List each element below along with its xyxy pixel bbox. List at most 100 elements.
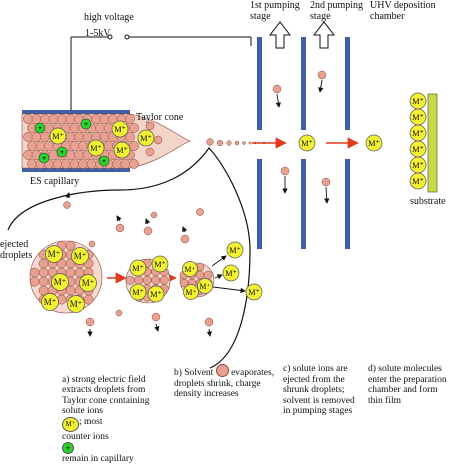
motion-arrow (206, 328, 213, 337)
solvent-droplet (145, 147, 155, 157)
solute-ion (129, 259, 147, 277)
solvent-droplet (40, 114, 50, 124)
ion-icon: M⁺ (62, 416, 79, 432)
solvent-droplet (38, 267, 49, 278)
ion-label: M⁺ (150, 290, 162, 299)
solvent-droplet (280, 166, 290, 176)
solute-ion (87, 139, 105, 157)
solvent-droplet (151, 275, 161, 285)
solvent-droplet (65, 114, 76, 124)
caption-a-text-1: a) strong electric field extracts drople… (62, 374, 150, 417)
solvent-droplet (65, 285, 76, 296)
solvent-droplet (99, 132, 110, 142)
solute-ion (365, 134, 383, 152)
ion-label: M⁺ (412, 129, 424, 138)
solvent-droplet (69, 123, 80, 133)
solute-ion (197, 278, 213, 294)
motion-arrow (324, 186, 330, 204)
ion-label: M⁺ (199, 282, 210, 291)
high-voltage-label: high voltage (84, 12, 134, 23)
solute-ion (41, 293, 59, 311)
counter-ion (80, 118, 92, 130)
motion-arrow (275, 93, 281, 108)
caption-c: c) solute ions are ejected from the shru… (283, 364, 355, 416)
solvent-droplet (206, 138, 214, 146)
solvent-droplet (38, 258, 49, 269)
uhv-chamber-label: UHV deposition chamber (370, 0, 436, 22)
counter-ion-label: + (102, 157, 107, 166)
solute-ion (409, 172, 427, 190)
ion-label: M⁺ (116, 146, 128, 155)
solvent-droplet (151, 312, 161, 322)
counter-ion-label: + (60, 148, 65, 157)
solvent-droplet (153, 135, 163, 145)
solute-ion (45, 245, 63, 263)
motion-arrow (145, 218, 151, 225)
motion-arrow (116, 215, 122, 222)
counter-ion (98, 155, 110, 167)
solute-ion (111, 120, 129, 138)
stray-droplets (272, 70, 331, 204)
solvent-droplet (86, 159, 97, 169)
solvent-droplet (115, 309, 123, 317)
ion-label: M⁺ (412, 177, 424, 186)
solvent-droplet (125, 114, 135, 124)
solvent-droplet (88, 240, 96, 248)
ion-label: M⁺ (301, 139, 313, 148)
ion-label: M⁺ (44, 297, 57, 307)
ion-label: M⁺ (90, 144, 102, 153)
solvent-droplet (180, 234, 190, 244)
voltage-range-label: 1-5kV (85, 28, 111, 39)
solvent-droplet (23, 132, 33, 142)
es-capillary: +++++M⁺M⁺M⁺M⁺M⁺ (21, 110, 191, 172)
solvent-droplet (142, 275, 152, 285)
solute-ion (79, 274, 97, 292)
droplet-jet (206, 138, 266, 147)
solvent-droplet (44, 141, 54, 151)
solvent-droplet (248, 141, 252, 145)
solvent-droplet (74, 267, 85, 278)
solvent-droplet (134, 275, 144, 285)
solvent-droplet (204, 317, 214, 327)
solute-ion (147, 285, 165, 303)
solvent-droplet (65, 267, 76, 278)
ion-label: M⁺ (368, 139, 380, 148)
solvent-droplet (112, 159, 122, 169)
ion-label: M⁺ (412, 97, 424, 106)
solvent-droplet (159, 275, 169, 285)
solute-ion (129, 283, 147, 301)
solvent-droplet (196, 208, 204, 216)
ion-label: M⁺ (185, 288, 196, 297)
solvent-droplet (150, 211, 158, 219)
solvent-droplet (129, 159, 139, 169)
solvent-droplet (145, 121, 155, 131)
solvent-droplet (103, 141, 114, 151)
solvent-droplet (29, 276, 40, 287)
motion-arrow (182, 226, 188, 233)
substrate-label: substrate (410, 196, 446, 207)
motion-arrow (154, 323, 160, 332)
solute-ion (49, 127, 67, 145)
motion-arrow (318, 79, 324, 93)
caption-a-text-3: remain in capillary (62, 454, 134, 464)
counter-ion-label: + (38, 124, 43, 133)
counter-ion-icon: + (62, 442, 74, 454)
caption-b-text-1: b) Solvent (174, 368, 214, 378)
ion-label: M⁺ (52, 132, 64, 141)
caption-b: b) Solvent evaporates, droplets shrink, … (174, 364, 279, 400)
solvent-droplet (272, 84, 282, 94)
solvent-droplet (27, 159, 37, 169)
solvent-droplet (115, 223, 125, 233)
capillary-droplet-fill: +++++M⁺M⁺M⁺M⁺M⁺ (23, 114, 163, 169)
counter-ion (34, 122, 46, 134)
motion-arrow (64, 192, 70, 199)
solvent-droplet (69, 141, 80, 151)
solvent-droplet (63, 201, 71, 209)
solvent-droplet (29, 267, 40, 278)
motion-arrow (211, 255, 227, 267)
solvent-droplet (27, 141, 37, 151)
caption-a: a) strong electric field extracts drople… (62, 364, 180, 465)
zoom-curve (7, 147, 251, 369)
solvent-droplet (317, 70, 327, 80)
es-capillary-label: ES capillary (30, 176, 80, 187)
